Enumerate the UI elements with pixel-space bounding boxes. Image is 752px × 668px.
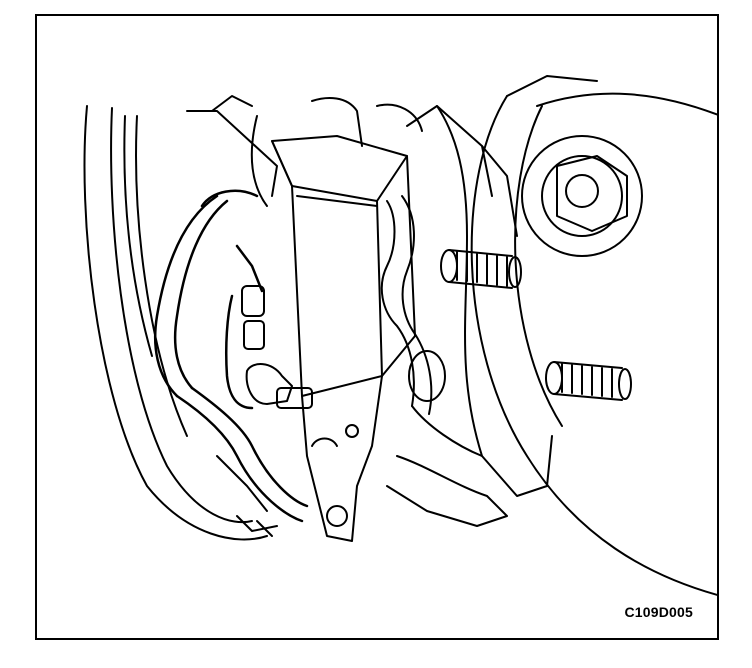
wheel-sensor-illustration xyxy=(83,75,717,596)
wiring-harness xyxy=(153,189,309,523)
fender-liner xyxy=(83,105,268,541)
fender-clips xyxy=(216,455,278,537)
mounting-bracket xyxy=(301,375,383,542)
wheel-stud-lower xyxy=(545,361,632,401)
wheel-stud-upper xyxy=(440,249,522,289)
figure-code-label: C109D005 xyxy=(624,604,693,620)
steering-knuckle xyxy=(186,95,423,207)
figure-frame: C109D005 xyxy=(35,14,719,640)
sensor-connector xyxy=(241,285,313,409)
abs-module xyxy=(271,135,416,397)
wheel-hub xyxy=(470,75,717,596)
